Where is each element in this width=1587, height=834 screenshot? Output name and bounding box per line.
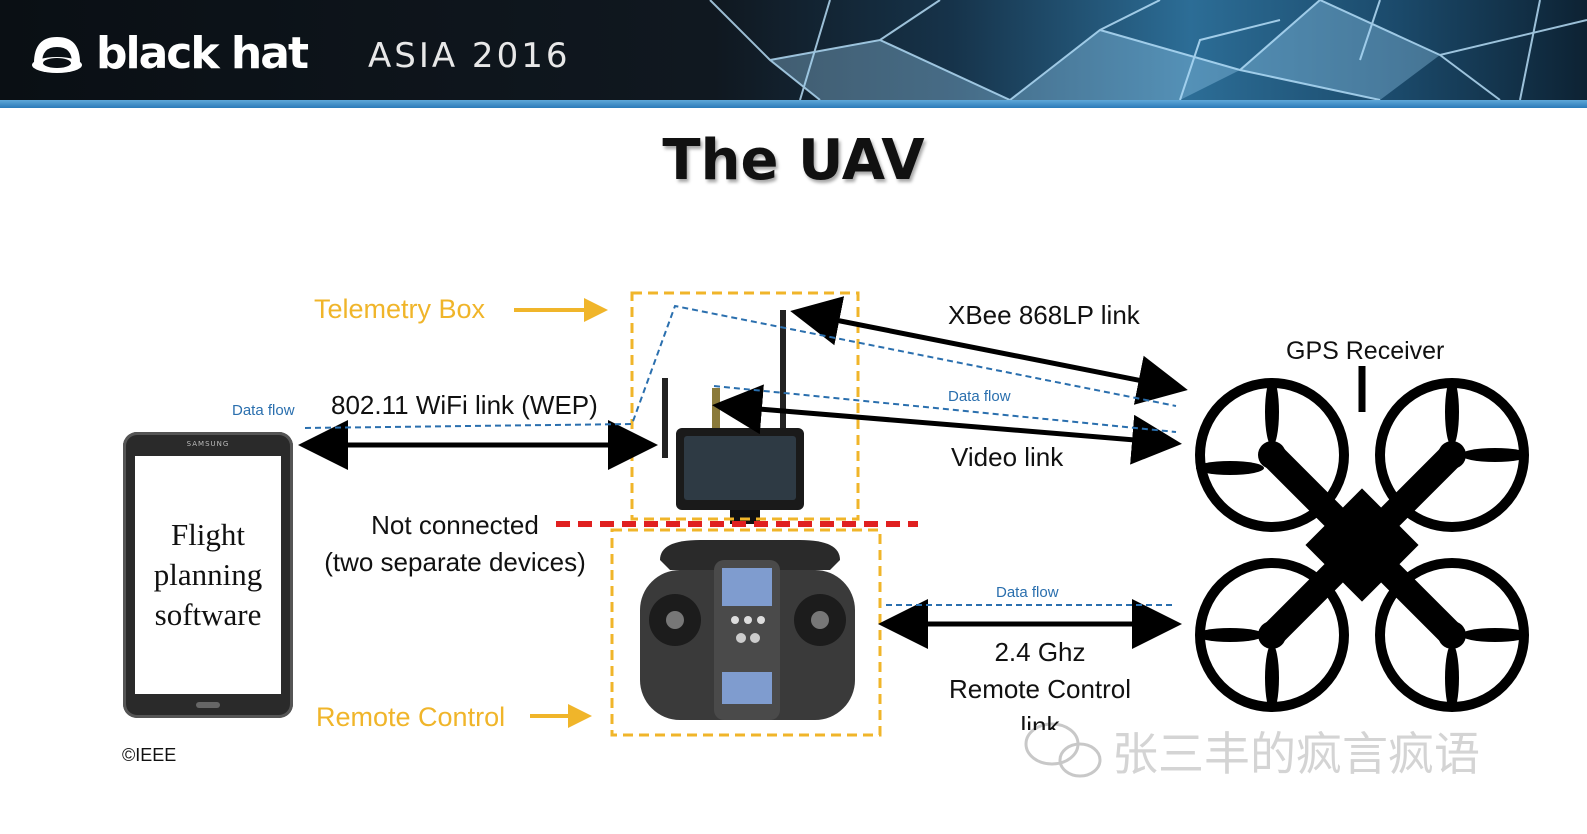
remote-control-icon <box>640 540 855 720</box>
data-flow-wifi-label: Data flow <box>232 402 295 419</box>
xbee-link-label: XBee 868LP link <box>948 300 1140 331</box>
tablet-brand: SAMSUNG <box>123 440 293 448</box>
rc-link-label: 2.4 Ghz Remote Control link <box>930 634 1150 730</box>
data-flow-rc-label: Data flow <box>996 584 1059 601</box>
gps-receiver-label: GPS Receiver <box>1286 337 1444 366</box>
telemetry-box-label: Telemetry Box <box>314 294 485 325</box>
flight-planning-label: Flight planning software <box>135 515 281 635</box>
not-connected-line1: Not connected <box>310 510 600 541</box>
data-flow-video-label: Data flow <box>948 388 1011 405</box>
telemetry-box-icon <box>662 310 804 524</box>
copyright-label: ©IEEE <box>122 745 176 766</box>
watermark-text: 张三丰的疯言疯语 <box>1112 718 1480 784</box>
wifi-link-label: 802.11 WiFi link (WEP) <box>331 390 598 421</box>
rc-link-line2: Remote Control <box>930 671 1150 708</box>
video-link-label: Video link <box>951 442 1063 473</box>
tablet-screen: Flight planning software <box>135 456 281 694</box>
wechat-icon <box>1026 724 1100 776</box>
tablet-icon: SAMSUNG Flight planning software <box>123 432 293 718</box>
remote-control-label: Remote Control <box>316 702 505 733</box>
tablet-home-button <box>196 702 220 708</box>
rc-link-line1: 2.4 Ghz <box>930 634 1150 671</box>
quadcopter-icon <box>1196 366 1529 712</box>
not-connected-label: Not connected (two separate devices) <box>310 510 600 578</box>
not-connected-line2: (two separate devices) <box>310 547 600 578</box>
